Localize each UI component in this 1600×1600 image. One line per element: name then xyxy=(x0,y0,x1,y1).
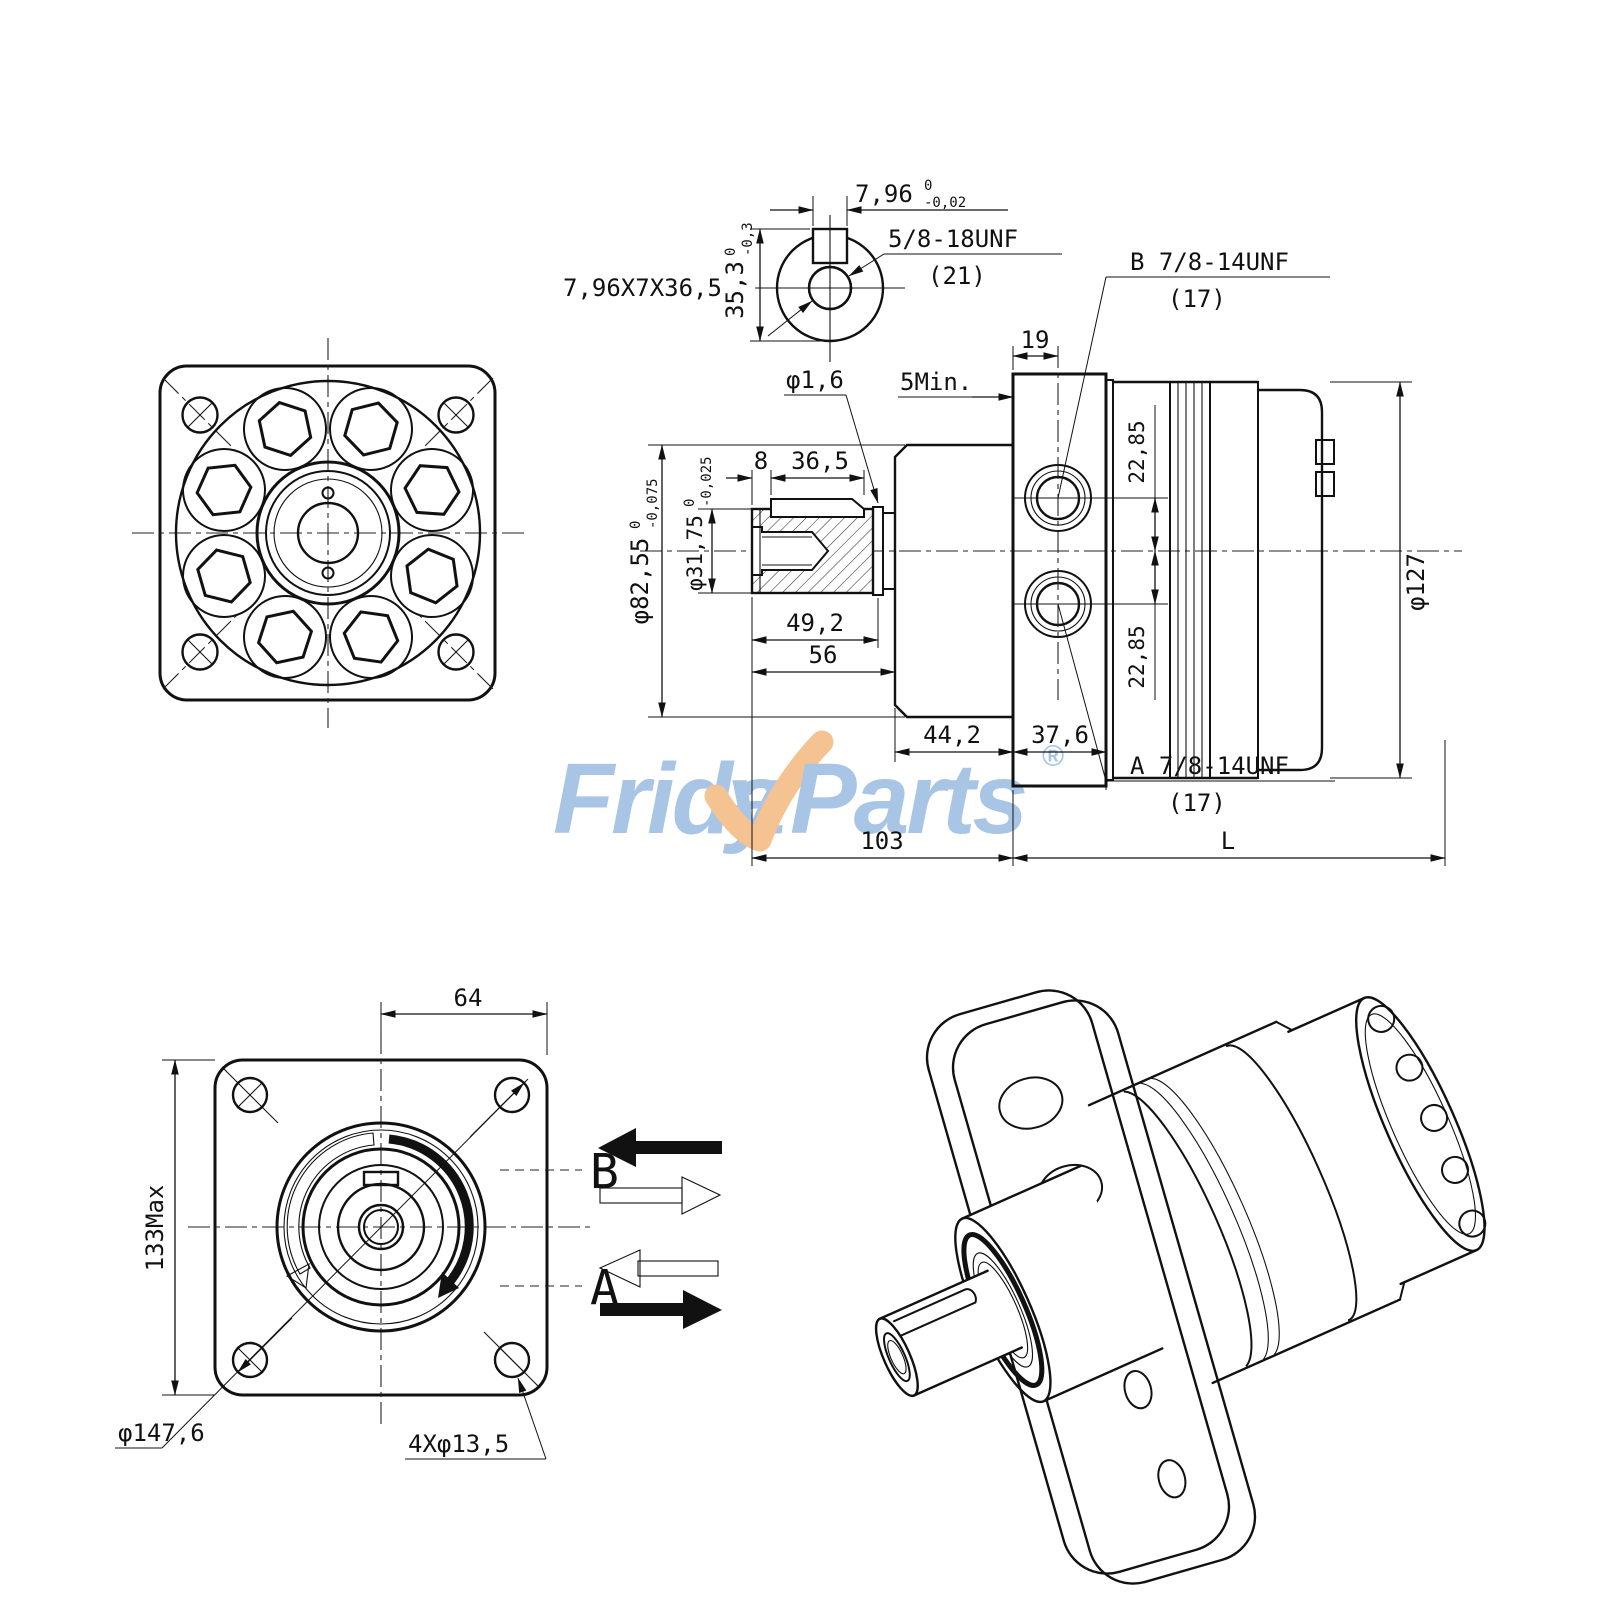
dim-8: 8 xyxy=(754,447,768,475)
snap-ring-groove xyxy=(872,506,884,596)
front-keyway xyxy=(362,1170,400,1187)
port-b-ref: (17) xyxy=(1168,285,1226,313)
flow-arrow-b-out-hatched xyxy=(599,1176,722,1215)
rotation-arrow-ccw-hatched xyxy=(286,1132,375,1275)
end-cap-boss-1 xyxy=(1315,439,1335,465)
rear-flange-view xyxy=(132,338,524,728)
svg-text:35,3: 35,3 xyxy=(721,261,749,319)
dim-phi1476: φ147,6 xyxy=(118,1419,205,1447)
flow-direction-arrows xyxy=(598,1128,722,1329)
dim-365: 36,5 xyxy=(791,447,849,475)
dim-5min: 5Min. xyxy=(900,368,972,396)
rear-corner-holes xyxy=(162,377,494,690)
dim-56: 56 xyxy=(809,641,838,669)
svg-text:φ82,55: φ82,55 xyxy=(626,538,654,625)
port-a-leader xyxy=(1057,603,1107,782)
shaft-hub-hatch xyxy=(752,509,873,593)
port-block-outline xyxy=(1011,372,1108,788)
shaft-thread-label: 5/8-18UNF xyxy=(888,225,1018,253)
thread-leader-arrow-1 xyxy=(848,253,885,277)
dim-64: 64 xyxy=(454,984,483,1012)
dim-796: 7,96 xyxy=(855,180,913,208)
port-b-callout: B 7/8-14UNF xyxy=(1130,248,1289,276)
dim-492: 49,2 xyxy=(786,609,844,637)
iso-keyway-edge-1 xyxy=(893,1288,967,1323)
iso-flange-hole-lower xyxy=(1123,1370,1153,1410)
dim-4xphi135: 4Xφ13,5 xyxy=(408,1430,509,1458)
dim-103: 103 xyxy=(860,827,903,855)
thread-leader-arrow-2 xyxy=(767,300,813,337)
rotation-arrow-cw-head xyxy=(438,1272,459,1298)
dim-442: 44,2 xyxy=(923,721,981,749)
svg-text:0: 0 xyxy=(682,499,698,507)
iso-flange-hole-top xyxy=(998,1076,1064,1130)
key-spec-label: 7,96X7X36,5 xyxy=(563,274,722,302)
front-center-circles xyxy=(275,1121,487,1333)
iso-flange-hole-bottom xyxy=(1157,1459,1187,1499)
flow-arrow-b-in-solid xyxy=(598,1128,722,1167)
dim-796-tol-lo: -0,02 xyxy=(924,195,966,211)
dim-phi8255: φ82,55 0 -0,075 xyxy=(626,478,661,624)
svg-text:0: 0 xyxy=(723,248,739,256)
flow-arrow-a-out-hatched xyxy=(598,1249,719,1288)
dim-phi3175: φ31,75 0 -0,025 xyxy=(682,456,715,591)
dim-796-tol-up: 0 xyxy=(924,178,932,194)
side-key xyxy=(770,498,865,518)
end-cap-outline xyxy=(1256,388,1324,772)
bolt-circle-leader xyxy=(161,1078,529,1449)
watermark-check-icon xyxy=(704,730,834,852)
port-a-callout: A 7/8-14UNF xyxy=(1130,752,1289,780)
watermark-text-parts: Parts xyxy=(790,743,1026,855)
side-view: 19 5Min. φ1,6 8 36,5 φ82,55 0 -0,075 φ31… xyxy=(626,248,1462,866)
iso-shaft-assembly xyxy=(874,1164,1164,1404)
fridayparts-watermark: Frida y Parts ® xyxy=(553,730,1064,855)
bearing-housing-outline xyxy=(893,443,1015,719)
isometric-view xyxy=(874,989,1487,1585)
front-flange-view: φ147,6 4Xφ13,5 64 133Max B A xyxy=(115,984,619,1460)
svg-text:φ31,75: φ31,75 xyxy=(683,515,707,591)
gerotor-stack xyxy=(1111,380,1260,780)
dim-phi127: φ127 xyxy=(1402,553,1430,611)
end-cap-boss-2 xyxy=(1315,471,1335,497)
port-b-leader xyxy=(1057,276,1107,499)
port-a-ref: (17) xyxy=(1168,789,1226,817)
rotation-arrow-cw xyxy=(388,1134,474,1287)
shaft-cross-section-view: 5/8-18UNF (21) 7,96 0 -0,02 35,3 0 -0,3 … xyxy=(563,178,1062,362)
svg-text:0: 0 xyxy=(628,521,644,529)
svg-text:-0,3: -0,3 xyxy=(740,222,756,256)
dim-2285-bottom: 22,85 xyxy=(1125,625,1149,688)
rear-center-bores xyxy=(255,460,401,606)
iso-body xyxy=(1087,996,1487,1385)
dim-phi16: φ1,6 xyxy=(786,366,844,394)
rear-bolt-ring-outline xyxy=(174,379,482,687)
svg-text:-0,075: -0,075 xyxy=(645,478,661,529)
iso-keyway-edge-2 xyxy=(899,1301,977,1337)
shaft-thread-ref: (21) xyxy=(928,262,986,290)
dim-353: 35,3 0 -0,3 xyxy=(721,222,756,319)
dim-376: 37,6 xyxy=(1031,721,1089,749)
flow-arrow-a-in-solid xyxy=(600,1290,722,1329)
rotation-arrow-ccw-head xyxy=(285,1263,310,1289)
dim-133max: 133Max xyxy=(141,1185,169,1272)
shaft-internal-thread-bore xyxy=(751,526,830,576)
iso-shaft-end xyxy=(874,1317,919,1398)
dim-2285-top: 22,85 xyxy=(1125,420,1149,483)
svg-text:-0,025: -0,025 xyxy=(699,456,715,507)
dim-L: L xyxy=(1221,827,1235,855)
dim-19: 19 xyxy=(1021,326,1050,354)
